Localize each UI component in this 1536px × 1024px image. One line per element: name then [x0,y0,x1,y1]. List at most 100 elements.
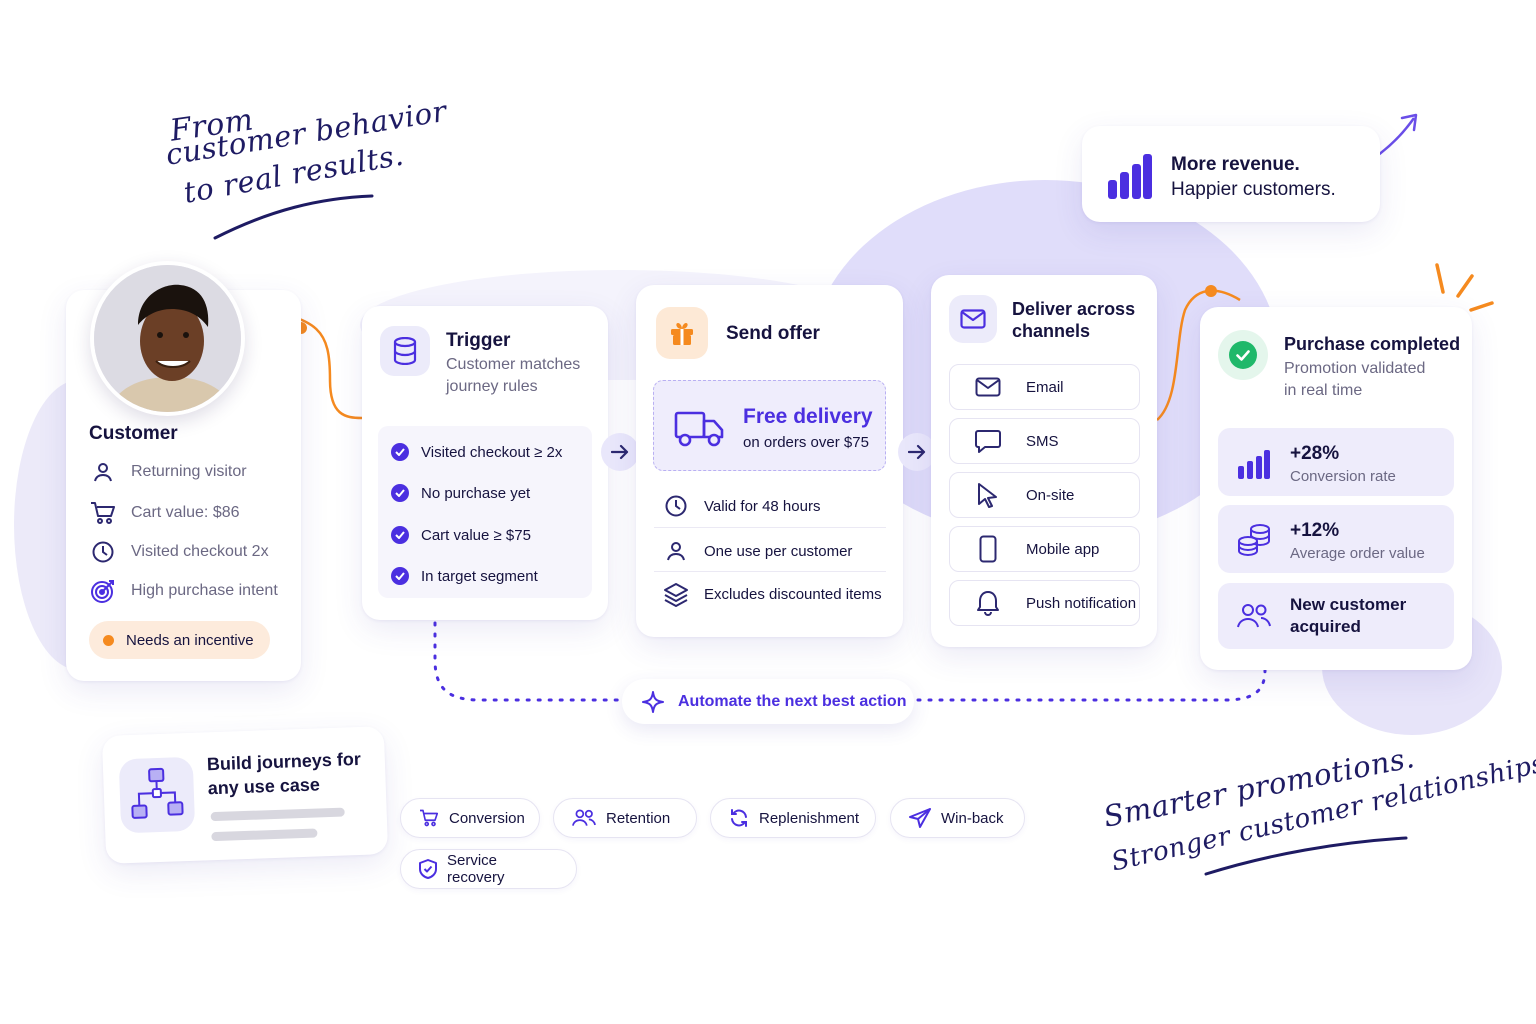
customer-attribute-label: Visited checkout 2x [131,543,269,560]
arrow-right-icon [898,433,936,471]
offer-rule-row: Valid for 48 hours [662,492,820,520]
revenue-subtitle: Happier customers. [1171,179,1336,200]
promo-title: Free delivery [743,405,873,428]
trigger-subtitle-line1: Customer matches [446,356,581,373]
use-case-service-recovery[interactable]: Service recovery [400,849,577,889]
bell-icon [950,590,1026,616]
incentive-badge-label: Needs an incentive [126,631,254,649]
revenue-title: More revenue. [1171,154,1300,175]
condition-label: Cart value ≥ $75 [421,526,531,544]
use-case-retention[interactable]: Retention [553,798,697,838]
customer-attribute-row: Cart value: $86 [89,499,240,527]
offer-rule-label: Excludes discounted items [704,585,882,603]
avatar [90,261,245,416]
use-case-label: Retention [606,809,671,827]
sparkle-icon [642,690,664,713]
layers-icon [662,580,690,608]
use-case-conversion[interactable]: Conversion [400,798,540,838]
headline-underline [213,194,374,240]
condition-label: No purchase yet [421,484,531,502]
purchase-card: Purchase completed Promotion validated i… [1200,307,1472,670]
automate-button[interactable]: Automate the next best action [622,679,914,724]
check-icon [391,567,409,585]
customer-attribute-row: High purchase intent [89,577,278,605]
placeholder-line [210,807,345,822]
badge-dot [103,634,114,646]
channel-label: Mobile app [1026,540,1100,558]
users-icon [572,809,596,827]
divider [654,571,886,572]
database-icon [380,326,430,376]
metric-value: +28% [1290,443,1340,464]
channel-label: On-site [1026,486,1075,504]
channels-card: Deliver across channels Email SMS On-sit… [931,275,1157,647]
phone-icon [950,535,1026,563]
new-customer-line2: acquired [1290,617,1361,636]
condition-row: In target segment [391,567,538,585]
metric-label: Conversion rate [1290,468,1396,485]
purchase-subtitle-line2: in real time [1284,382,1363,399]
workflow-icon [118,756,196,834]
channel-sms[interactable]: SMS [949,418,1140,464]
customer-attribute-row: Returning visitor [89,458,247,486]
channel-email[interactable]: Email [949,364,1140,410]
arrow-right-icon [601,433,639,471]
send-icon [909,808,931,828]
check-circle-icon [1218,330,1268,380]
channel-label: Push notification [1026,594,1137,612]
shield-icon [419,859,437,879]
customer-title: Customer [89,423,178,444]
revenue-card: More revenue. Happier customers. [1082,126,1380,222]
channel-label: Email [1026,378,1064,396]
offer-rule-row: Excludes discounted items [662,580,882,608]
users-icon [1237,603,1271,629]
channels-title-line1: Deliver across [1012,299,1136,319]
cart-icon [89,499,117,527]
channel-mobile-app[interactable]: Mobile app [949,526,1140,572]
send-offer-title: Send offer [726,323,820,344]
condition-label: Visited checkout ≥ 2x [421,443,563,461]
use-case-replenishment[interactable]: Replenishment [710,798,876,838]
channel-label: SMS [1026,432,1059,450]
tagline-underline [1204,836,1408,876]
customer-attribute-row: Visited checkout 2x [89,538,269,566]
use-case-label: Conversion [449,809,525,827]
target-icon [89,577,117,605]
customer-attribute-label: Cart value: $86 [131,504,240,521]
trigger-card: Trigger Customer matches journey rules V… [362,306,608,620]
gift-icon [656,307,708,359]
automate-label: Automate the next best action [678,692,907,710]
use-case-label: Win-back [941,809,1004,827]
check-icon [391,443,409,461]
purchase-subtitle-line1: Promotion validated [1284,360,1426,377]
promo-subtitle: on orders over $75 [743,434,869,451]
bar-chart-icon [1108,154,1152,200]
condition-row: Visited checkout ≥ 2x [391,443,562,461]
use-case-label: Service recovery [447,852,505,886]
new-customer-line1: New customer [1290,595,1407,614]
customer-attribute-label: High purchase intent [131,582,278,599]
use-case-win-back[interactable]: Win-back [890,798,1025,838]
conditions-panel [378,426,592,598]
refresh-icon [729,808,749,828]
metric-new-customer: New customer acquired [1218,583,1454,649]
bar-chart-icon [1238,450,1270,480]
channel-push-notification[interactable]: Push notification [949,580,1140,626]
metric-label: Average order value [1290,545,1425,562]
mail-icon [950,377,1026,397]
placeholder-line [211,828,318,842]
check-icon [391,526,409,544]
mail-icon [949,295,997,343]
divider [654,527,886,528]
journeys-title-line1: Build journeys for [206,748,362,775]
condition-label: In target segment [421,567,538,585]
condition-row: Cart value ≥ $75 [391,526,531,544]
offer-rule-label: One use per customer [704,542,853,560]
cart-icon [419,809,439,827]
channel-on-site[interactable]: On-site [949,472,1140,518]
user-icon [662,537,690,565]
channels-title-line2: channels [1012,321,1091,341]
clock-icon [662,492,690,520]
trigger-title: Trigger [446,330,511,351]
offer-rule-label: Valid for 48 hours [704,497,821,515]
